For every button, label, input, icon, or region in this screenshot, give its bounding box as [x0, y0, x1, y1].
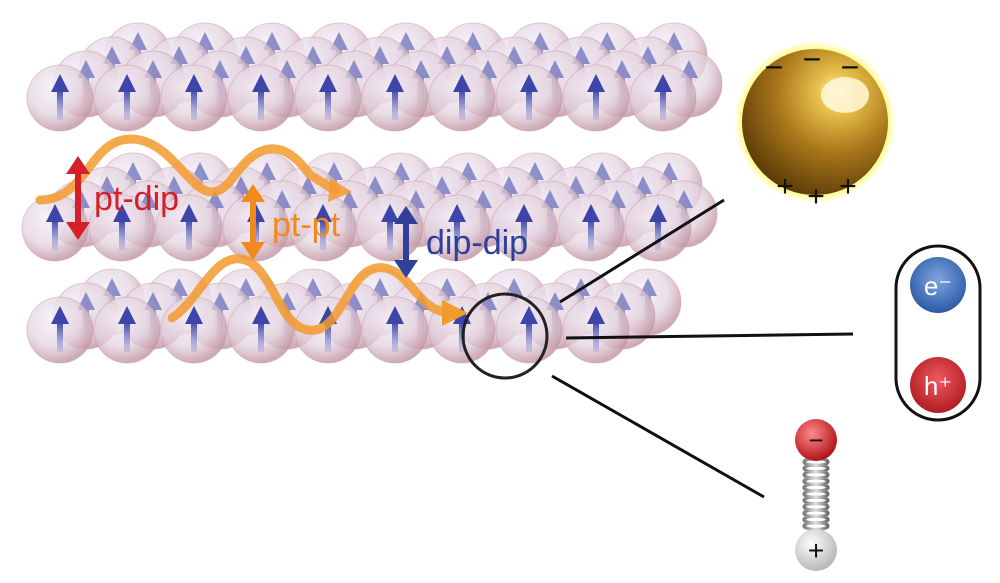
- pt-dip-label: pt-dip: [94, 180, 179, 218]
- connector-to-exciton: [565, 332, 854, 340]
- hole-label: h⁺: [924, 371, 952, 401]
- lower-wave: [167, 254, 453, 335]
- dipole-arrow-icon: [118, 74, 136, 120]
- charge-minus-2: −: [803, 41, 822, 77]
- dipole-arrow-icon: [587, 74, 605, 120]
- dipole-arrow-icon: [515, 204, 533, 250]
- dipole-arrow-icon: [520, 74, 538, 120]
- spring-icon: [802, 457, 830, 531]
- dipole-arrow-icon: [448, 204, 466, 250]
- pt-dip-arrow: [66, 156, 90, 240]
- connector-to-gold: [559, 198, 725, 304]
- dipole-arrow-icon: [520, 306, 538, 352]
- gold-positive-charges: + + +: [776, 170, 857, 213]
- molecule-negative-label: −: [808, 425, 823, 455]
- dipole-arrow-icon: [386, 306, 404, 352]
- dipole-arrow-icon: [185, 74, 203, 120]
- dipole-arrow-icon: [252, 306, 270, 352]
- dipole-arrow-icon: [51, 306, 69, 352]
- gold-nanoparticle: [734, 41, 896, 203]
- charge-plus-3: +: [839, 170, 857, 203]
- dipole-arrow-icon: [654, 74, 672, 120]
- dipole-arrow-icon: [319, 74, 337, 120]
- electron-icon: [910, 257, 966, 313]
- upper-wave: [35, 134, 340, 205]
- lower-wave-arrowhead: [442, 300, 468, 326]
- hole-icon: [910, 357, 966, 413]
- charge-minus-1: −: [765, 49, 784, 85]
- dip-dip-label: dip-dip: [426, 224, 528, 262]
- charge-plus-2: +: [807, 180, 825, 213]
- connector-to-molecule: [551, 374, 765, 499]
- dipole-arrow-icon: [582, 204, 600, 250]
- positive-ball-icon: [795, 529, 837, 571]
- electron-label: e⁻: [924, 271, 952, 301]
- dipole-arrow-icon: [51, 74, 69, 120]
- dipole-arrow-icon: [113, 204, 131, 250]
- molecular-dipole: − +: [795, 419, 837, 571]
- dipole-arrow-icon: [386, 74, 404, 120]
- dipole-arrow-icon: [180, 204, 198, 250]
- dipole-arrow-icon: [252, 74, 270, 120]
- pt-pt-arrow: [241, 184, 265, 260]
- dipole-arrow-icon: [46, 204, 64, 250]
- charge-plus-1: +: [776, 170, 794, 203]
- pt-pt-label: pt-pt: [272, 206, 341, 244]
- negative-ball-icon: [795, 419, 837, 461]
- molecule-positive-label: +: [808, 535, 824, 566]
- dipole-arrow-icon: [649, 204, 667, 250]
- dipole-arrow-icon: [314, 204, 332, 250]
- dipole-arrow-icon: [381, 204, 399, 250]
- exciton: e⁻ h⁺: [894, 244, 982, 422]
- selected-particle-ring: [461, 292, 549, 380]
- charge-minus-3: −: [841, 49, 860, 85]
- gold-negative-charges: − − −: [765, 41, 860, 85]
- upper-wave-arrowhead: [328, 178, 352, 202]
- dipole-arrow-icon: [185, 306, 203, 352]
- dipole-arrow-icon: [118, 306, 136, 352]
- dip-dip-arrow: [394, 206, 418, 278]
- dipole-arrow-icon: [453, 74, 471, 120]
